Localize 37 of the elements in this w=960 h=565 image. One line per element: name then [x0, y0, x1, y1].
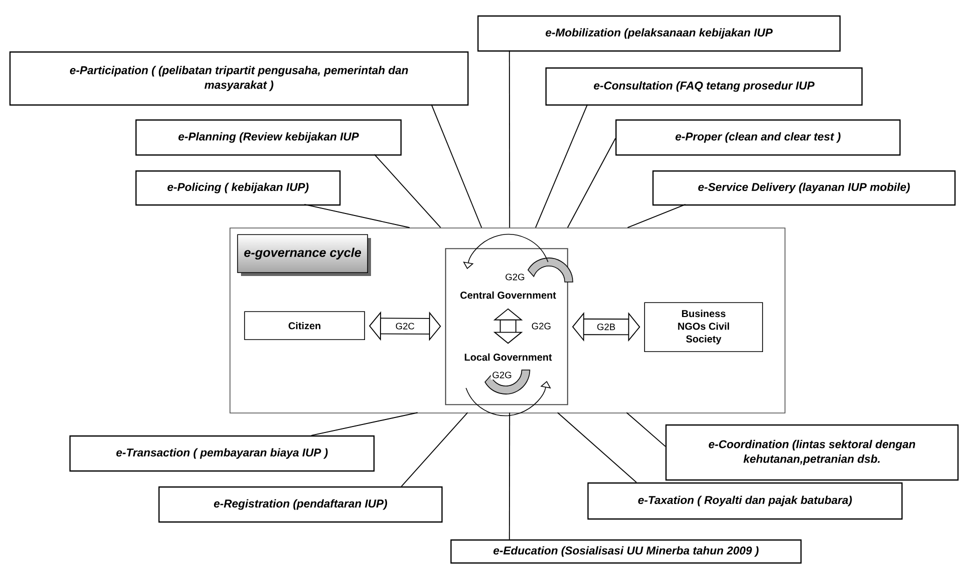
title-box: e-governance cycle	[237, 234, 371, 276]
block-arrow	[572, 312, 640, 342]
text-box: e-Planning (Review kebijakan IUP	[135, 119, 402, 156]
leader-line	[508, 50, 510, 228]
leader-line	[627, 204, 686, 228]
text-box: e-Registration (pendaftaran IUP)	[158, 486, 443, 523]
text-box: e-Policing ( kebijakan IUP)	[135, 170, 341, 206]
edge-label: G2G	[532, 322, 550, 330]
edge-label: G2B	[596, 322, 617, 332]
text-box: e-Education (Sosialisasi UU Minerba tahun 2009 )	[450, 539, 802, 564]
leader-line	[535, 104, 588, 228]
leader-line	[557, 412, 637, 483]
text-box: e-Coordination (lintas sektoral dengan kehutanan,petranian dsb.	[665, 424, 959, 481]
text-box: e-Service Delivery (layanan IUP mobile)	[652, 170, 956, 206]
box-label: Local Government	[464, 353, 552, 361]
box-shape	[445, 248, 568, 406]
leader-line	[508, 412, 510, 540]
text-box: e-Consultation (FAQ tetang prosedur IUP	[545, 67, 863, 106]
text-box: e-Proper (clean and clear test )	[615, 119, 901, 156]
leader-line	[304, 204, 410, 228]
arrow-label: G2G	[504, 272, 526, 282]
leader-line	[310, 412, 418, 436]
leader-line	[400, 412, 468, 487]
leader-line	[567, 138, 616, 228]
text-box: Business NGOs Civil Society	[644, 302, 763, 352]
leader-line	[626, 412, 666, 447]
text-box: e-Mobilization (pelaksanaan kebijakan IUP	[477, 15, 841, 52]
frame-box	[230, 228, 786, 414]
text-box: Citizen	[244, 311, 365, 340]
leader-line	[430, 104, 482, 228]
block-arrow	[493, 308, 523, 344]
box-label: Central Government	[460, 291, 556, 299]
text-box: e-Taxation ( Royalti dan pajak batubara)	[587, 482, 903, 520]
leader-line	[374, 154, 442, 228]
text-box: e-Participation ( (pelibatan tripartit pengusaha, pemerintah dan masyarakat )	[9, 51, 469, 106]
arrow-label: G2G	[490, 370, 514, 380]
text-box: e-Transaction ( pembayaran biaya IUP )	[69, 435, 375, 472]
